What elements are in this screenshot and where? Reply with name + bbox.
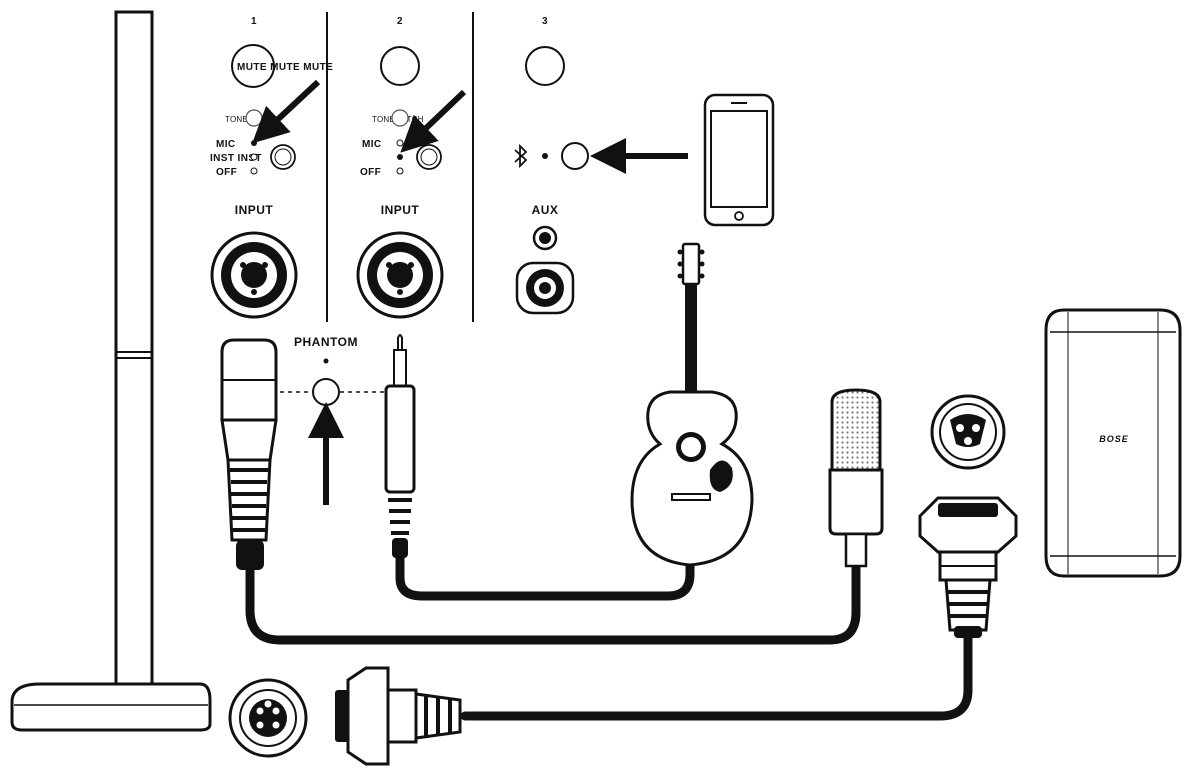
- ch1-inst-led: [250, 153, 258, 161]
- phantom-label: PHANTOM: [294, 335, 358, 349]
- quarter-inch-jack-plug: [384, 334, 416, 558]
- ch1-inst-label: INST INST: [210, 153, 262, 164]
- arrow-icon: [252, 79, 321, 144]
- ch1-mode-button[interactable]: [270, 144, 296, 170]
- bluetooth-pair-button[interactable]: [561, 142, 589, 170]
- bose-logo: BOSE: [1099, 434, 1129, 444]
- cable-jack-to-guitar: [395, 543, 695, 601]
- channel-1-number: 1: [251, 16, 257, 27]
- speaker-link-plug-vertical: [918, 496, 1018, 638]
- bose-subwoofer: BOSE: [1044, 308, 1182, 578]
- aux-quarter-inch-jack[interactable]: [515, 261, 575, 315]
- channel-2-input-label: INPUT: [381, 203, 420, 217]
- aux-label: AUX: [532, 203, 559, 217]
- ch2-mic-led: [396, 139, 404, 147]
- ch2-mic-label: MIC: [362, 139, 382, 150]
- channel-3-knob[interactable]: [525, 46, 565, 86]
- ch2-inst-led: [397, 154, 403, 160]
- phantom-led: [323, 358, 329, 364]
- mixer-panel: 1 2 3 MUTE MUTE MUTE TONEMATCH TONEMATCH…: [210, 12, 688, 322]
- xlr-cable-plug: [220, 338, 278, 570]
- microphone-icon: [828, 388, 884, 568]
- phantom-power-section: PHANTOM: [280, 335, 386, 505]
- channel-3-number: 3: [542, 16, 548, 27]
- speaker-link-connector-face-bottom: [228, 678, 308, 758]
- ch1-off-led: [250, 167, 258, 175]
- column-array-stand: [10, 10, 212, 732]
- ch2-off-led: [396, 167, 404, 175]
- channel-2-number: 2: [397, 16, 403, 27]
- speaker-link-plug-horizontal: [335, 666, 462, 766]
- channel-2-combo-jack[interactable]: [356, 231, 444, 319]
- channel-1-mute-knob[interactable]: [231, 44, 275, 88]
- bluetooth-icon: [514, 143, 528, 169]
- ch2-off-label: OFF: [360, 167, 381, 178]
- channel-1-combo-jack[interactable]: [210, 231, 298, 319]
- channel-2-knob[interactable]: [380, 46, 420, 86]
- speaker-link-connector-face: [930, 394, 1006, 470]
- arrow-icon: [400, 89, 467, 153]
- ch2-mode-button[interactable]: [416, 144, 442, 170]
- phantom-power-button[interactable]: [312, 378, 340, 406]
- aux-mini-jack[interactable]: [532, 225, 558, 251]
- bluetooth-led: [542, 153, 548, 159]
- ch1-mic-led: [251, 140, 257, 146]
- channel-1-input-label: INPUT: [235, 203, 274, 217]
- smartphone-icon: [703, 93, 775, 227]
- cable-speaker-link: [460, 630, 973, 721]
- ch1-mic-label: MIC: [216, 139, 236, 150]
- acoustic-guitar-icon: [630, 242, 754, 567]
- ch1-off-label: OFF: [216, 167, 237, 178]
- tonematch-logo-ch2: TONEMATCH: [372, 109, 424, 127]
- tonematch-logo-ch1: TONEMATCH: [225, 109, 277, 127]
- cable-xlr-to-microphone: [245, 560, 861, 645]
- channel-1-mute-label: MUTE MUTE MUTE: [237, 62, 333, 73]
